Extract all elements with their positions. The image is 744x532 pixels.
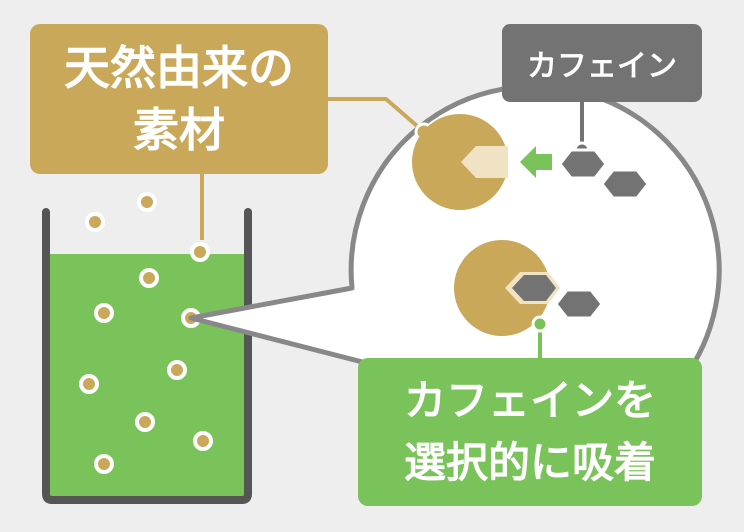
particle-icon [190, 242, 210, 262]
particle-icon [137, 192, 157, 212]
arrow-left-icon [520, 146, 552, 178]
caffeine-hexagon-icon [512, 275, 556, 301]
cup-liquid [46, 254, 248, 500]
cup-outline [42, 208, 252, 504]
material-particle-icon [454, 240, 550, 336]
selective-adsorption-label: カフェインを 選択的に吸着 [358, 358, 702, 506]
particle-icon [79, 374, 99, 394]
particle-icon [135, 412, 155, 432]
particle-icon [167, 360, 187, 380]
particle-icon [85, 212, 105, 232]
particle-icon [94, 303, 114, 323]
empty-pocket-icon [461, 146, 508, 178]
caffeine-hexagon-icon [600, 168, 650, 200]
particle-icon [139, 268, 159, 288]
caffeine-hexagon-icon [558, 148, 608, 180]
caffeine-hexagon-icon [554, 288, 604, 320]
connector-dot-icon [531, 315, 549, 333]
natural-connector [328, 97, 426, 134]
caffeine-label: カフェイン [502, 24, 702, 102]
particle-icon [193, 431, 213, 451]
particle-icon [94, 454, 114, 474]
natural-material-label: 天然由来の 素材 [30, 24, 328, 174]
material-particle-icon [412, 114, 508, 210]
